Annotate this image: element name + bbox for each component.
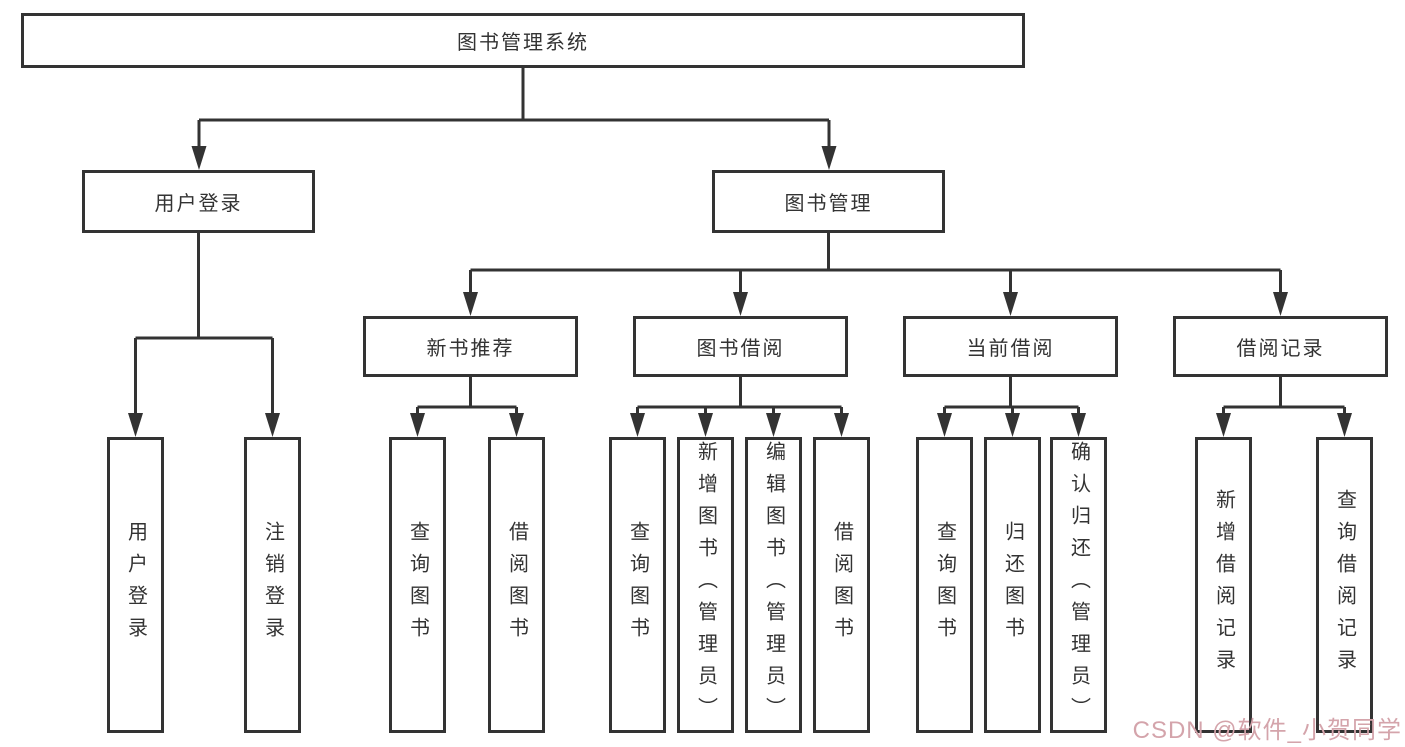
arrowhead-icon [509,413,524,437]
arrowhead-icon [937,413,952,437]
arrowhead-icon [265,413,280,437]
leaf-record-add: 新增借阅记录 [1195,437,1252,733]
node-book-management-label: 图书管理 [784,193,873,215]
arrowhead-icon [410,413,425,437]
leaf-newbook-borrow: 借阅图书 [488,437,545,733]
arrowhead-icon [1273,292,1288,316]
leaf-current-return: 归还图书 [984,437,1041,733]
leaf-borrow-add-admin-label: 新增图书（管理员） [694,441,717,729]
leaf-current-confirm-admin: 确认归还（管理员） [1050,437,1107,733]
node-root: 图书管理系统 [21,13,1025,68]
arrowhead-icon [1003,292,1018,316]
arrowhead-icon [766,413,781,437]
leaf-newbook-query-label: 查询图书 [406,521,429,649]
node-current-borrow-label: 当前借阅 [966,338,1055,360]
leaf-user-login-label: 用户登录 [124,521,147,649]
leaf-borrow-add-admin: 新增图书（管理员） [677,437,734,733]
leaf-current-return-label: 归还图书 [1001,521,1024,649]
leaf-newbook-query: 查询图书 [389,437,446,733]
node-book-borrow: 图书借阅 [633,316,848,377]
leaf-current-query-label: 查询图书 [933,521,956,649]
node-new-book-recommend-label: 新书推荐 [426,338,515,360]
arrowhead-icon [630,413,645,437]
leaf-borrow-query: 查询图书 [609,437,666,733]
arrowhead-icon [733,292,748,316]
leaf-logout-label: 注销登录 [261,521,284,649]
arrowhead-icon [1071,413,1086,437]
arrowhead-icon [463,292,478,316]
leaf-borrow-query-label: 查询图书 [626,521,649,649]
leaf-user-login: 用户登录 [107,437,164,733]
arrowhead-icon [821,146,837,170]
leaf-record-add-label: 新增借阅记录 [1212,489,1235,681]
node-user-login-label: 用户登录 [154,193,243,215]
leaf-current-query: 查询图书 [916,437,973,733]
node-root-label: 图书管理系统 [457,32,589,54]
arrowhead-icon [1005,413,1020,437]
node-borrow-records: 借阅记录 [1173,316,1388,377]
node-borrow-records-label: 借阅记录 [1236,338,1325,360]
arrowhead-icon [1337,413,1352,437]
arrowhead-icon [128,413,143,437]
node-book-borrow-label: 图书借阅 [696,338,785,360]
leaf-record-query-label: 查询借阅记录 [1333,489,1356,681]
arrowheads [128,146,1352,437]
arrowhead-icon [191,146,207,170]
leaf-borrow-book-label: 借阅图书 [830,521,853,649]
leaf-borrow-edit-admin-label: 编辑图书（管理员） [762,441,785,729]
leaf-logout: 注销登录 [244,437,301,733]
arrowhead-icon [834,413,849,437]
leaf-newbook-borrow-label: 借阅图书 [505,521,528,649]
arrowhead-icon [698,413,713,437]
node-user-login: 用户登录 [82,170,315,233]
node-current-borrow: 当前借阅 [903,316,1118,377]
leaf-current-confirm-admin-label: 确认归还（管理员） [1067,441,1090,729]
node-book-management: 图书管理 [712,170,945,233]
leaf-borrow-book: 借阅图书 [813,437,870,733]
leaf-record-query: 查询借阅记录 [1316,437,1373,733]
node-new-book-recommend: 新书推荐 [363,316,578,377]
arrowhead-icon [1216,413,1231,437]
leaf-borrow-edit-admin: 编辑图书（管理员） [745,437,802,733]
csdn-watermark: CSDN @软件_小贺同学 [1132,717,1402,744]
